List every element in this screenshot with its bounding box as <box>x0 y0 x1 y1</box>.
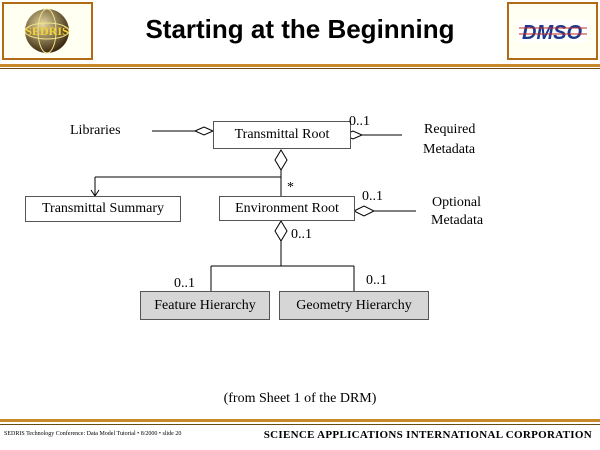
header-rule <box>0 64 600 67</box>
environment-children-multiplicity: 0..1 <box>291 227 312 242</box>
footer-rule-thin <box>0 424 600 425</box>
page-title: Starting at the Beginning <box>145 14 455 44</box>
optional-metadata-label-2: Metadata <box>431 213 484 228</box>
transmittal-root-diamond <box>274 149 288 171</box>
sedris-globe-icon: SEDRIS <box>24 8 70 54</box>
diagram-caption: (from Sheet 1 of the DRM) <box>223 391 377 406</box>
footer-conference-text: SEDRIS Technology Conference: Data Model… <box>4 431 182 437</box>
optional-multiplicity: 0..1 <box>362 189 383 204</box>
sedris-logo-text: SEDRIS <box>25 24 69 38</box>
dmso-logo: DMSO <box>507 2 598 60</box>
transmittal-summary-box: Transmittal Summary <box>25 196 181 222</box>
libraries-label: Libraries <box>70 123 121 138</box>
feature-hierarchy-box: Feature Hierarchy <box>140 291 270 320</box>
environment-multiplicity: * <box>287 180 294 195</box>
environment-root-box: Environment Root <box>219 196 355 221</box>
required-multiplicity: 0..1 <box>349 114 370 129</box>
required-metadata-label-1: Required <box>424 122 476 137</box>
transmittal-root-box: Transmittal Root <box>213 121 351 149</box>
footer-rule <box>0 419 600 422</box>
geometry-multiplicity: 0..1 <box>366 273 387 288</box>
environment-root-diamond <box>274 220 288 242</box>
footer-company-text: SCIENCE APPLICATIONS INTERNATIONAL CORPO… <box>263 429 592 441</box>
libraries-diamond <box>193 126 215 136</box>
optional-metadata-label-1: Optional <box>432 195 481 210</box>
feature-multiplicity: 0..1 <box>174 276 195 291</box>
required-metadata-label-2: Metadata <box>423 142 476 157</box>
geometry-hierarchy-box: Geometry Hierarchy <box>279 291 429 320</box>
sedris-logo: SEDRIS <box>2 2 93 60</box>
header-rule-thin <box>0 68 600 69</box>
optional-metadata-diamond <box>352 205 376 217</box>
